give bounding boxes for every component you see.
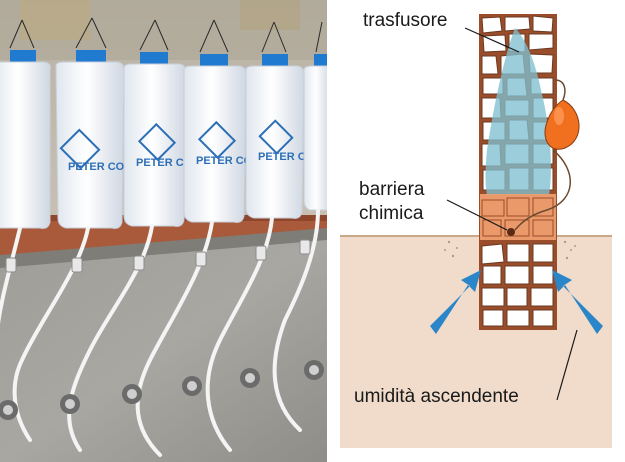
chemical-barrier-zone bbox=[480, 194, 556, 240]
wall-diagram: trasfusore barriera chimica umidità asce… bbox=[327, 0, 625, 462]
bag-brand-text: PETER CO bbox=[136, 157, 193, 169]
tube-clips bbox=[5, 239, 311, 273]
injection-bag: PETER CO bbox=[55, 17, 125, 229]
leader-line bbox=[446, 199, 508, 231]
injection-ports bbox=[0, 360, 324, 420]
soil bbox=[340, 236, 612, 448]
moisture-arrow bbox=[430, 270, 481, 334]
label-chimica: chimica bbox=[359, 203, 424, 224]
injection-bag: PETER CO bbox=[183, 19, 253, 223]
injection-bag bbox=[303, 21, 327, 211]
absorption-zone bbox=[485, 28, 551, 195]
bag-brand-text: PETER CO bbox=[196, 155, 253, 167]
injector-hose bbox=[514, 149, 571, 231]
injection-bag bbox=[0, 19, 51, 229]
injector-bulb bbox=[544, 99, 580, 150]
label-umidita-ascendente: umidità ascendente bbox=[354, 386, 519, 407]
injector-hose bbox=[554, 79, 566, 101]
wall-cross-section bbox=[340, 14, 612, 448]
injection-hole bbox=[507, 228, 515, 236]
bag-brand-text: PETER CO bbox=[258, 151, 315, 163]
wall-column bbox=[479, 14, 557, 330]
label-barriera: barriera bbox=[359, 179, 425, 200]
photo-scene: PETER CO PETER CO bbox=[0, 0, 327, 462]
injection-bag: PETER CO bbox=[123, 19, 193, 227]
injection-bags-photo: PETER CO PETER CO bbox=[0, 0, 327, 462]
bag-group: PETER CO PETER CO bbox=[0, 17, 327, 229]
label-trasfusore: trasfusore bbox=[363, 10, 448, 31]
soil-grain bbox=[444, 240, 576, 260]
moisture-arrow bbox=[552, 270, 603, 334]
bag-brand-text: PETER CO bbox=[68, 161, 125, 173]
injection-bag: PETER CO bbox=[245, 21, 315, 219]
leader-line bbox=[556, 329, 578, 401]
leader-line bbox=[464, 27, 520, 53]
